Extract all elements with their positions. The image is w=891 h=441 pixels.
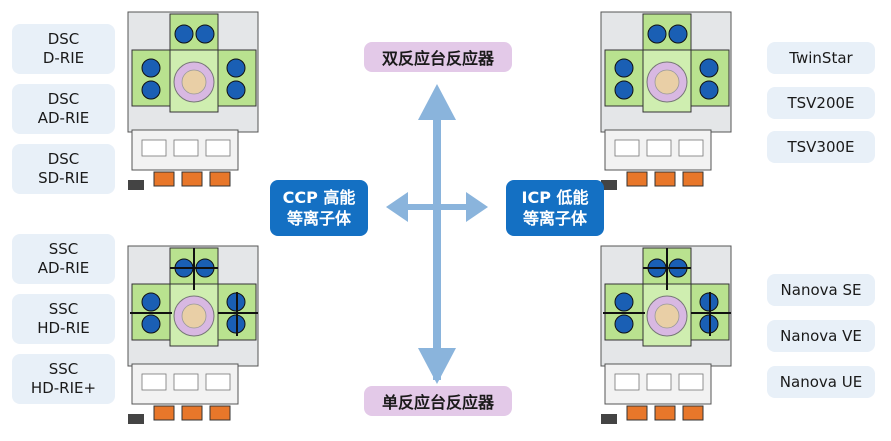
- arrow-down-head: [418, 348, 456, 384]
- label-nanova-ue: Nanova UE: [767, 366, 875, 398]
- label-tsv300e: TSV300E: [767, 131, 875, 163]
- label-icp-plasma: ICP 低能 等离子体: [506, 180, 604, 236]
- label-twinstar: TwinStar: [767, 42, 875, 74]
- label-tsv200e: TSV200E: [767, 87, 875, 119]
- label-dsc-ad-rie: DSC AD-RIE: [12, 84, 115, 134]
- label-ssc-ad-rie: SSC AD-RIE: [12, 234, 115, 284]
- label-nanova-ve: Nanova VE: [767, 320, 875, 352]
- label-dual-station-reactor: 双反应台反应器: [364, 42, 512, 72]
- label-ccp-plasma: CCP 高能 等离子体: [270, 180, 368, 236]
- label-dsc-d-rie: DSC D-RIE: [12, 24, 115, 74]
- arrow-up-head: [418, 84, 456, 120]
- label-single-station-reactor: 单反应台反应器: [364, 386, 512, 416]
- horizontal-arrow-shaft: [400, 204, 474, 210]
- label-ssc-hd-rie-plus: SSC HD-RIE+: [12, 354, 115, 404]
- label-ssc-hd-rie: SSC HD-RIE: [12, 294, 115, 344]
- label-nanova-se: Nanova SE: [767, 274, 875, 306]
- arrow-left-head: [386, 192, 408, 222]
- arrow-right-head: [466, 192, 488, 222]
- label-dsc-sd-rie: DSC SD-RIE: [12, 144, 115, 194]
- vertical-arrow-shaft: [433, 110, 441, 380]
